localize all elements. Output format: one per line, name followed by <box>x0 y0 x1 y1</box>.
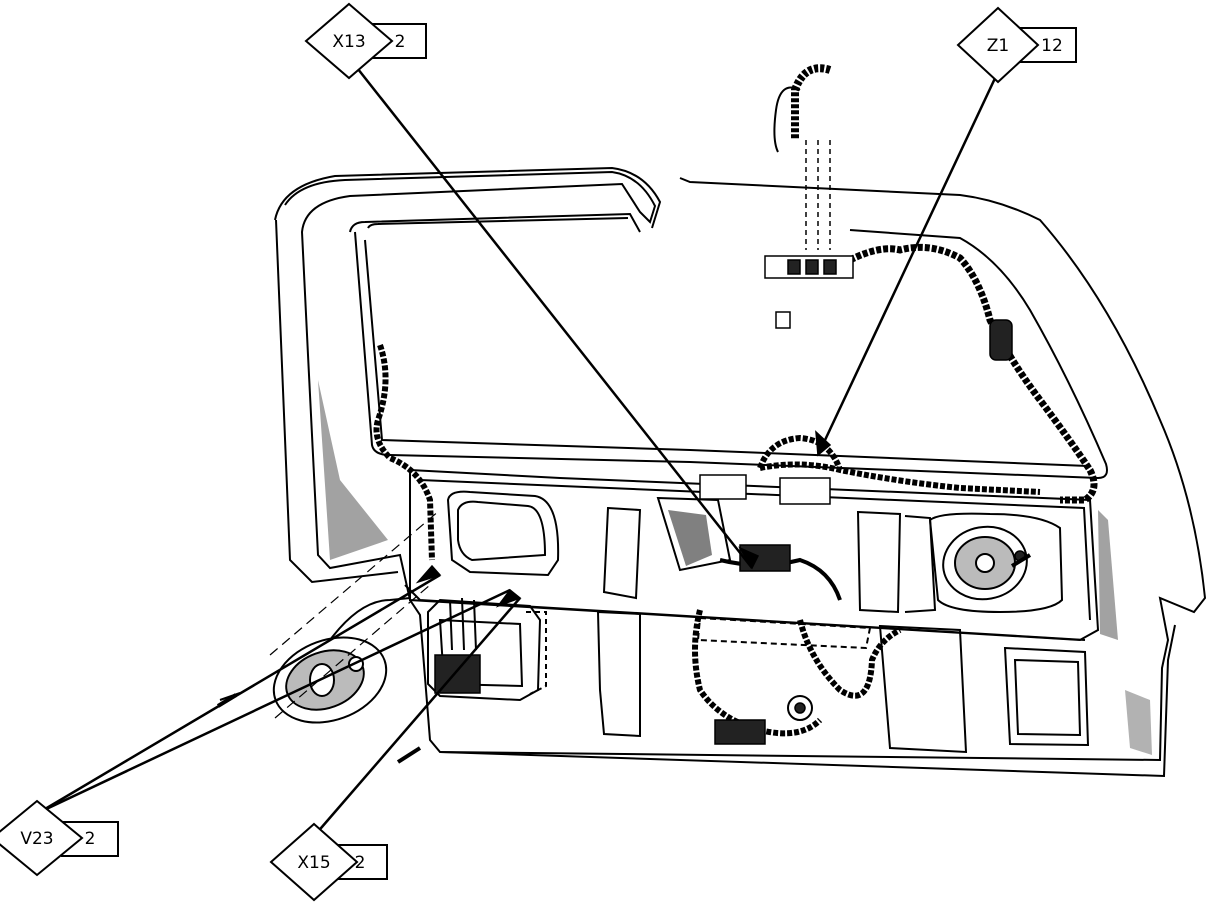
leader-v23b <box>39 588 511 814</box>
callout-z1: Z1 12 <box>956 6 1077 84</box>
callout-x13: X13 2 <box>304 2 427 80</box>
tailgate-body <box>274 166 1207 778</box>
leader-z1 <box>816 73 999 456</box>
panel-shading <box>318 380 1152 755</box>
connectors <box>434 255 1026 745</box>
callout-x15: X15 2 <box>269 822 388 902</box>
leader-x15 <box>314 597 521 836</box>
callout-code: X15 <box>297 853 330 873</box>
callout-number: 2 <box>395 32 406 52</box>
callout-code: Z1 <box>987 36 1009 56</box>
leader-v23 <box>39 573 441 814</box>
callout-code: V23 <box>20 829 53 849</box>
callout-number: 2 <box>85 829 96 849</box>
callout-code: X13 <box>332 32 365 52</box>
arrow-tips <box>415 430 832 608</box>
leader-x13 <box>353 63 753 569</box>
callout-number: 12 <box>1041 36 1063 56</box>
leader-lines <box>39 63 999 836</box>
callout-v23: V23 2 <box>0 799 119 877</box>
callout-number: 2 <box>355 853 366 873</box>
